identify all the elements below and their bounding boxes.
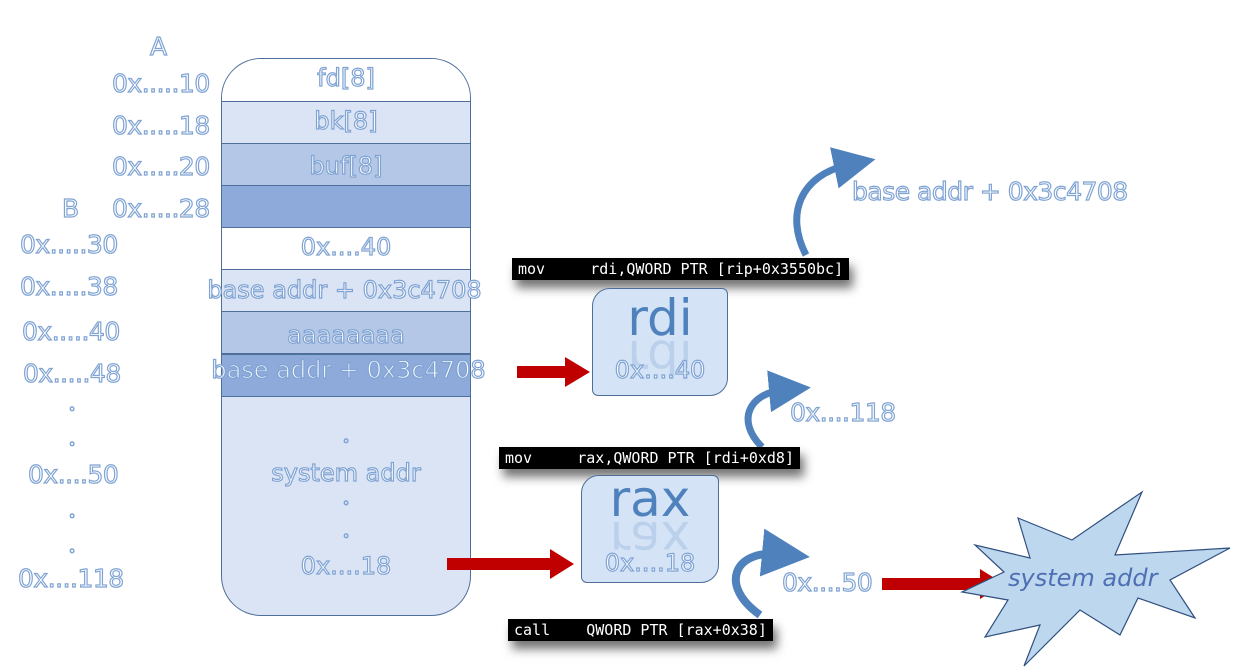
chunk-cell-buf: buf[8] [222, 144, 470, 186]
ellipsis-dot: ◦ [67, 437, 77, 454]
chunk-cell-label-base-addr-2: base addr + 0x3c4708 [211, 355, 486, 384]
curved-arrow-icon [793, 147, 876, 257]
chunk-cell-label-base-addr-1: base addr + 0x3c4708 [207, 275, 482, 304]
red-arrow-icon [517, 357, 590, 387]
address-label: 0x.....38 [19, 271, 118, 301]
chunk-cell-empty [222, 186, 470, 228]
explosion-icon [960, 490, 1231, 667]
ellipsis-dot: ◦ [67, 544, 77, 561]
chunk-cell-padding: aaaaaaaa [222, 312, 470, 354]
chunk-cell-fd: fd[8] [222, 59, 470, 102]
address-label: 0x.....10 [111, 68, 210, 98]
ellipsis-dot: ◦ [67, 402, 77, 419]
address-label-50: 0x....50 [27, 459, 119, 489]
address-label-118: 0x....118 [17, 563, 124, 593]
address-label: 0x.....40 [21, 316, 120, 346]
address-label: 0x.....28 [111, 193, 210, 223]
address-label: 0x.....18 [111, 110, 210, 140]
ellipsis-dot: ◦ [67, 509, 77, 526]
chunk-cell-label: bk[8] [314, 106, 378, 135]
red-arrow-icon [447, 549, 574, 579]
chunk-cell-base-addr-1 [222, 270, 470, 312]
result-system-addr: system addr [1008, 564, 1158, 592]
marker-a: A [149, 31, 167, 61]
register-value: 0x....18 [604, 548, 696, 577]
instruction-call: call QWORD PTR [rax+0x38] [508, 619, 773, 641]
annotation-rax-target: 0x....50 [781, 567, 873, 597]
register-name: rax [609, 470, 691, 528]
register-rdi: rdi rdi 0x....40 [592, 288, 728, 396]
annotation-rdi-target: 0x....118 [789, 397, 896, 427]
heap-chunk: fd[8] bk[8] buf[8] 0x....40 aaaaaaaa ◦ s… [221, 58, 471, 616]
instruction-mov-rax: mov rax,QWORD PTR [rdi+0xd8] [499, 447, 800, 469]
annotation-rip-target: base addr + 0x3c4708 [851, 176, 1128, 206]
instruction-mov-rdi: mov rdi,QWORD PTR [rip+0x3550bc] [512, 258, 850, 280]
chunk-cell-label: 0x....40 [300, 232, 392, 261]
address-label: 0x.....48 [22, 358, 121, 388]
address-label: 0x.....20 [111, 151, 210, 181]
ellipsis-dot: ◦ [341, 529, 351, 546]
chunk-cell-base-addr-2 [222, 354, 470, 397]
ellipsis-dot: ◦ [341, 496, 351, 513]
chunk-cell-ptr: 0x....40 [222, 228, 470, 270]
register-value: 0x....40 [614, 355, 706, 384]
chunk-cell-bk: bk[8] [222, 102, 470, 144]
chunk-cell-label: fd[8] [317, 63, 376, 92]
address-label: 0x.....30 [19, 229, 118, 259]
chunk-cell-label: aaaaaaaa [287, 320, 406, 349]
ellipsis-dot: ◦ [341, 434, 351, 451]
register-name: rdi [627, 289, 693, 347]
marker-b: B [61, 193, 79, 223]
curved-arrow-icon [744, 370, 811, 450]
curved-arrow-icon [731, 528, 810, 619]
chunk-vtable-value: 0x....18 [300, 551, 392, 580]
register-rax: rax rax 0x....18 [581, 470, 719, 583]
chunk-system-addr: system addr [271, 458, 422, 487]
chunk-cell-label: buf[8] [309, 151, 383, 180]
